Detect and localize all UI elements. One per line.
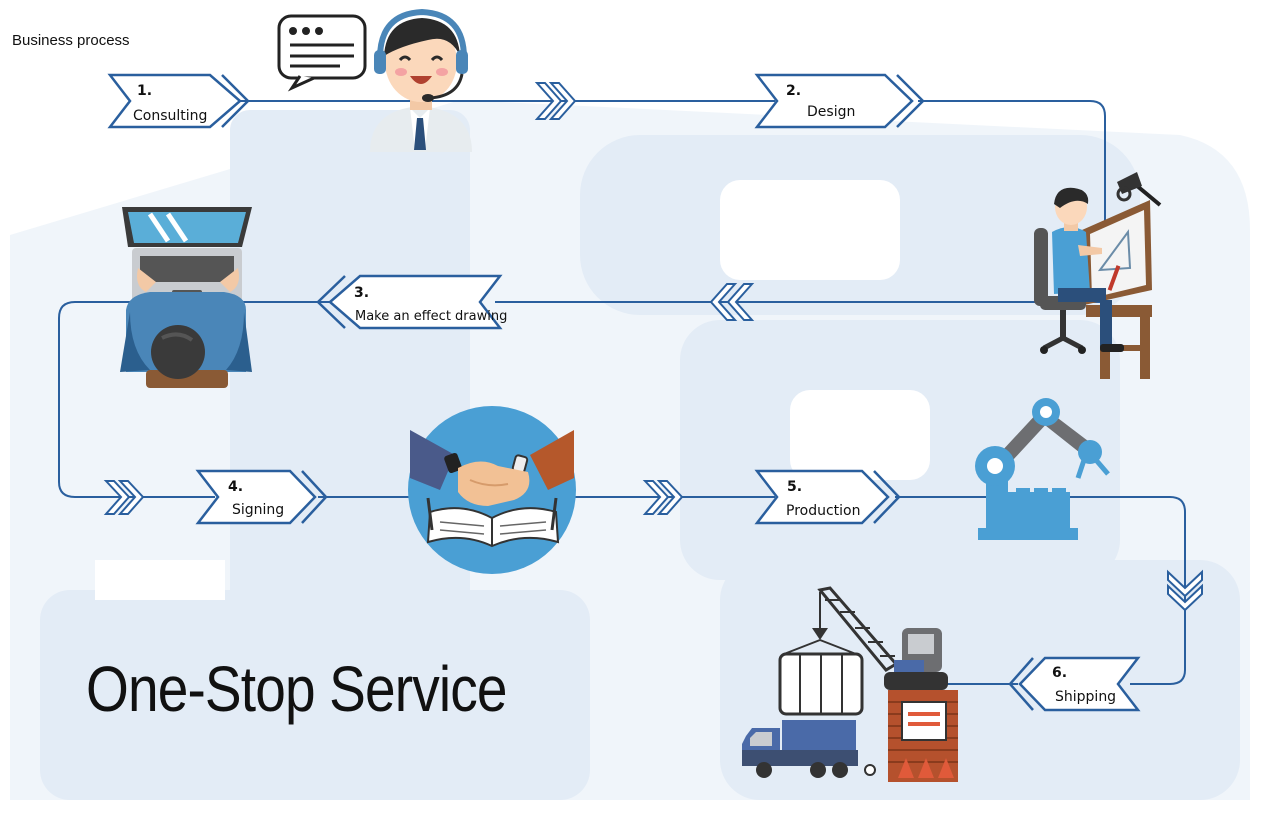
chevron-down-icon <box>1167 569 1203 612</box>
step-1-number: 1. <box>137 83 153 99</box>
step-1-marker <box>107 73 250 129</box>
step-2-label: Design <box>807 104 856 120</box>
step-5-label: Production <box>786 503 861 519</box>
crane-truck-shipping-icon <box>742 586 958 782</box>
step-3-label: Make an effect drawing <box>355 309 508 324</box>
step-3-marker <box>316 274 503 330</box>
step-6-marker <box>1008 656 1141 712</box>
diagram-heading: Business process <box>12 32 130 49</box>
robot-arm-icon <box>975 398 1110 540</box>
one-stop-service-title: One-Stop Service <box>86 653 508 725</box>
chevron-left-icon <box>709 283 755 321</box>
laptop-worker-icon <box>120 207 252 388</box>
chevron-right-icon <box>534 82 577 120</box>
chevron-right-icon <box>642 480 684 515</box>
step-4-number: 4. <box>228 479 244 495</box>
step-4-marker <box>195 469 328 525</box>
step-5-marker <box>754 469 901 525</box>
chevron-right-icon <box>103 480 145 515</box>
step-6-number: 6. <box>1052 665 1068 681</box>
designer-at-drafting-table-icon <box>1034 172 1162 379</box>
step-5-number: 5. <box>787 479 803 495</box>
handshake-contract-icon <box>408 406 576 574</box>
step-2-marker <box>754 73 925 129</box>
step-6-label: Shipping <box>1055 689 1117 705</box>
step-2-number: 2. <box>786 83 802 99</box>
step-4-label: Signing <box>232 502 285 518</box>
support-agent-icon <box>277 8 472 152</box>
watermark-cutouts <box>95 180 930 600</box>
step-3-number: 3. <box>354 285 370 301</box>
step-1-label: Consulting <box>133 108 208 124</box>
